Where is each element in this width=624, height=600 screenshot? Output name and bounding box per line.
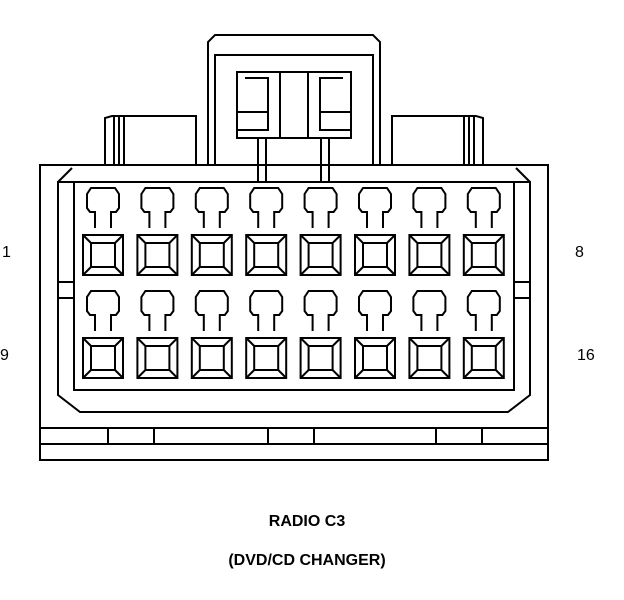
terminal-cavity-11 (190, 290, 233, 379)
terminal-cavity-8 (462, 187, 505, 276)
terminal-cavity-5 (299, 187, 342, 276)
pin-label-16: 16 (577, 347, 595, 364)
terminal-cavity-13 (299, 290, 342, 379)
pin-label-9: 9 (0, 347, 9, 364)
terminal-cavity-16 (462, 290, 505, 379)
terminal-cavity-3 (190, 187, 233, 276)
pin-label-8: 8 (575, 244, 584, 261)
terminal-cavity-4 (245, 187, 288, 276)
connector-body (39, 164, 549, 461)
connector-latch (207, 34, 381, 182)
terminal-cavity-1 (82, 187, 124, 276)
terminal-cavity-10 (136, 290, 179, 379)
terminal-cavity-15 (408, 290, 451, 379)
terminal-cavity-14 (354, 290, 396, 379)
terminal-cavity-7 (408, 187, 451, 276)
connector-title: RADIO C3 (268, 513, 346, 530)
pin-label-1: 1 (2, 244, 11, 261)
terminal-cavity-6 (354, 187, 396, 276)
connector-cavities (82, 187, 505, 379)
terminal-cavity-9 (82, 290, 124, 379)
connector-shoulders (104, 115, 484, 165)
connector-subtitle: (DVD/CD CHANGER) (228, 552, 386, 569)
terminal-cavity-2 (136, 187, 179, 276)
terminal-cavity-12 (245, 290, 288, 379)
